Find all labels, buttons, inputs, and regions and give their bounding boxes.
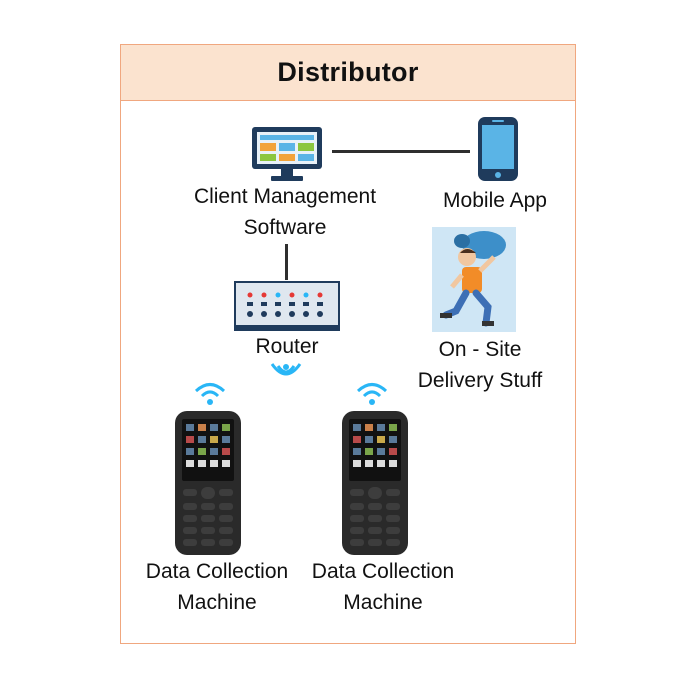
router-icon	[234, 281, 340, 331]
delivery-label-line1: On - Site	[438, 338, 522, 361]
machine-1-wifi-icon	[193, 380, 227, 406]
delivery-label-line2: Delivery Stuff	[417, 369, 543, 392]
machine-1-label-line2: Machine	[177, 591, 257, 614]
connector-software-router	[285, 244, 288, 280]
delivery-label: On - Site Delivery Stuff	[405, 334, 555, 396]
mobile-app-label: Mobile App	[443, 189, 547, 212]
machine-1-label-line1: Data Collection	[145, 560, 289, 583]
machine-2-handheld-terminal-icon	[340, 409, 410, 557]
machine-2-label-line2: Machine	[343, 591, 423, 614]
distributor-header: Distributor	[121, 45, 575, 101]
client-software-label-line2: Software	[243, 216, 327, 239]
machine-2-label-line1: Data Collection	[311, 560, 455, 583]
machine-2-wifi-icon	[355, 380, 389, 406]
router-label: Router	[255, 335, 319, 358]
client-software-label: Client Management Software	[175, 181, 395, 243]
monitor-icon	[251, 126, 323, 182]
machine-2-label: Data Collection Machine	[298, 556, 468, 618]
smartphone-icon	[477, 116, 519, 182]
delivery-person-icon	[432, 227, 516, 332]
router-wifi-icon	[268, 360, 304, 386]
distributor-title: Distributor	[277, 57, 419, 87]
machine-1-handheld-terminal-icon	[173, 409, 243, 557]
client-software-label-line1: Client Management	[193, 185, 377, 208]
machine-1-label: Data Collection Machine	[132, 556, 302, 618]
connector-software-mobile	[332, 150, 470, 153]
